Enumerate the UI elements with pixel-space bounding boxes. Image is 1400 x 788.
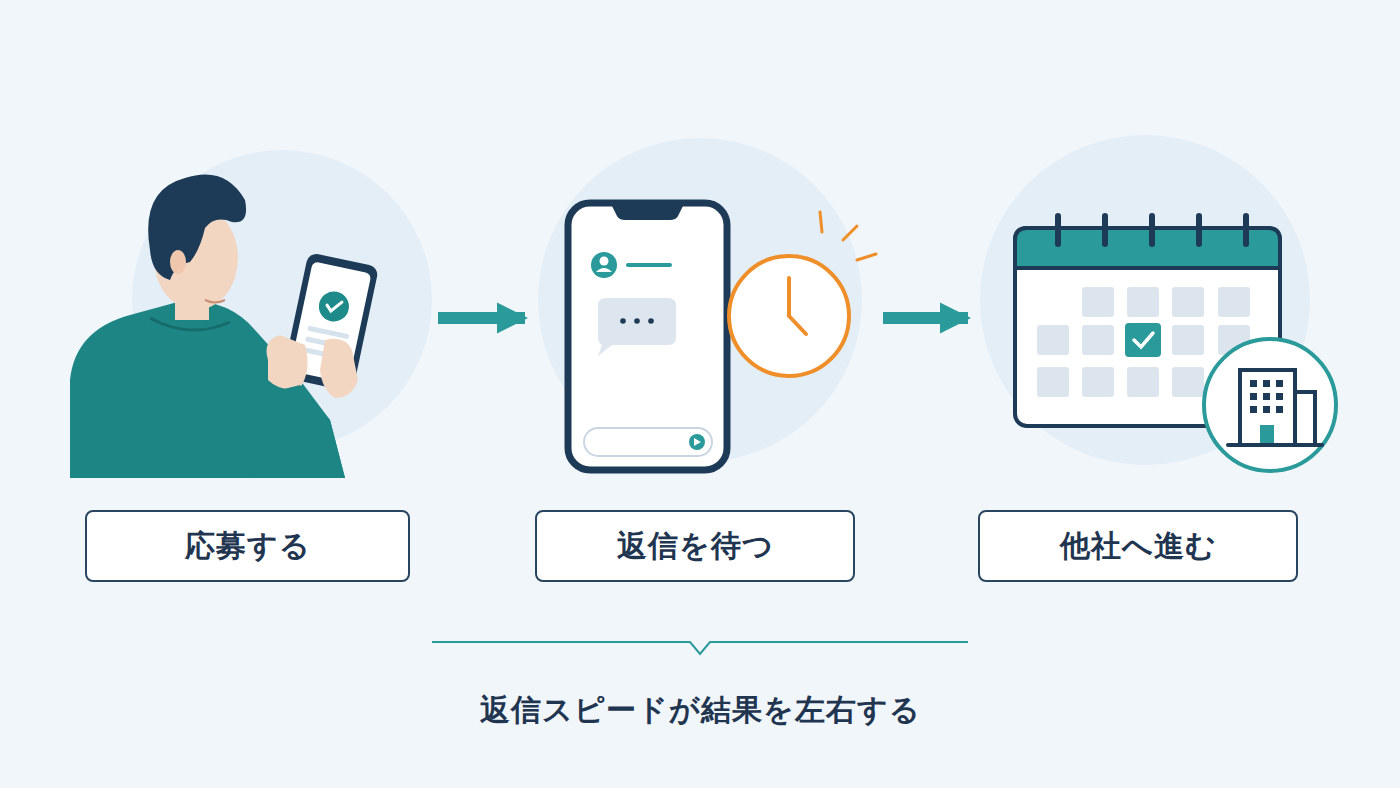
- flow-arrow: [438, 312, 525, 324]
- step-label-box: 応募する: [85, 510, 410, 582]
- bg-circle: [980, 135, 1310, 465]
- flow-arrow: [883, 312, 968, 324]
- chat-phone: [568, 203, 727, 470]
- step-label-box: 他社へ進む: [978, 510, 1298, 582]
- bracket-line: [432, 642, 968, 654]
- step-node: 返信を待つ: [535, 135, 855, 582]
- step-label: 応募する: [185, 526, 311, 567]
- step-label-box: 返信を待つ: [535, 510, 855, 582]
- step-label: 返信を待つ: [617, 526, 774, 567]
- building-icon: [1204, 339, 1336, 471]
- clock-icon: [729, 212, 876, 376]
- caption: 返信スピードが結果を左右する: [480, 690, 921, 731]
- step-label: 他社へ進む: [1060, 526, 1217, 567]
- step-node: 他社へ進む: [978, 135, 1298, 582]
- person-figure: [70, 174, 379, 478]
- step-node: 応募する: [85, 135, 410, 582]
